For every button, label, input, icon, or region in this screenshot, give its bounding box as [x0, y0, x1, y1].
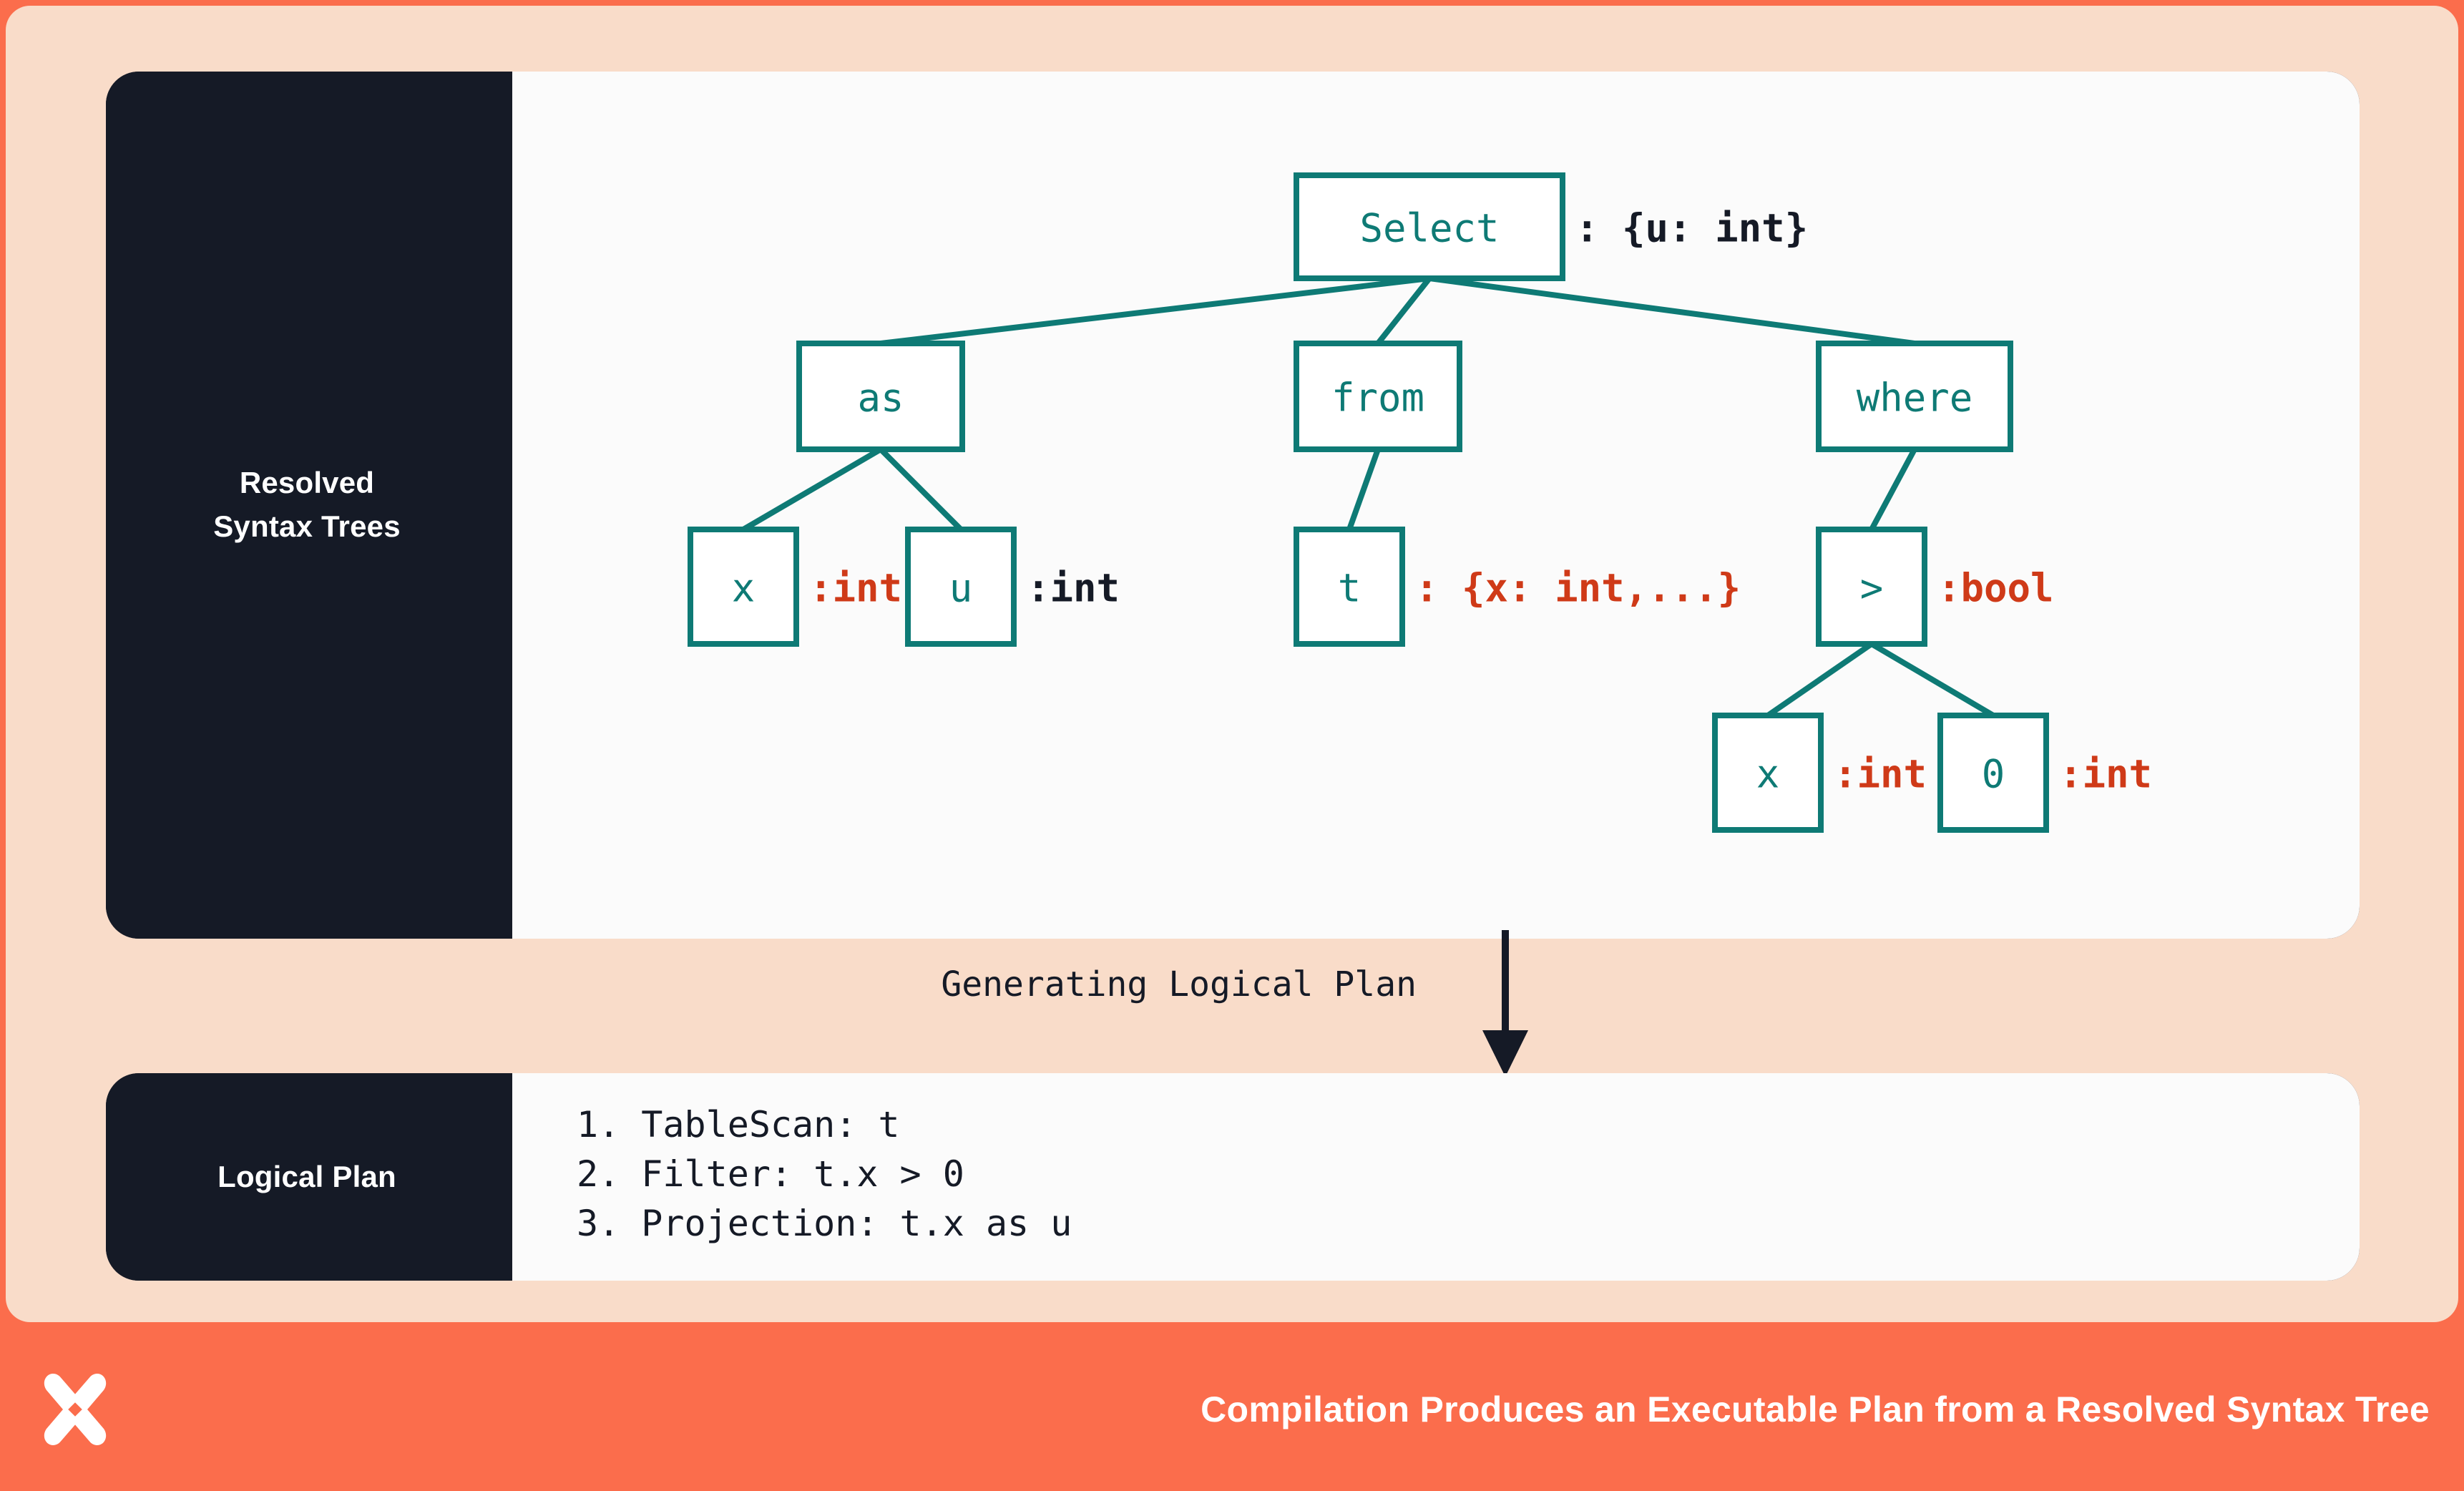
tree-nodes: Select : {u: int} as from where x :int u :int t : … — [688, 172, 2152, 833]
connector-caption: Generating Logical Plan — [941, 964, 1417, 1004]
x-mark-logo-icon — [30, 1364, 120, 1455]
tree-edge — [1869, 448, 1917, 531]
tree-node-label: x — [732, 566, 756, 611]
tree-node-type-annotation: : {u: int} — [1575, 206, 1808, 251]
tree-node-as[interactable]: as — [796, 341, 965, 452]
footer-title: Compilation Produces an Executable Plan … — [1201, 1389, 2430, 1429]
tree-node-label: x — [1756, 752, 1780, 797]
tree-node-label: 0 — [1982, 752, 2005, 797]
tree-node-gt_x[interactable]: x :int — [1712, 713, 1927, 833]
syntax-tree-graphic: Select : {u: int} as from where x :int u :int t : … — [688, 172, 2152, 833]
tree-node-gt_0[interactable]: 0 :int — [1937, 713, 2152, 833]
tree-node-box — [796, 341, 965, 452]
tree-node-select[interactable]: Select : {u: int} — [1294, 172, 1808, 281]
tree-node-type-annotation: :int — [1834, 752, 1927, 797]
resolved-syntax-trees-panel: Resolved Syntax Trees Select : {u: int} as… — [106, 72, 2360, 939]
tree-node-gt[interactable]: > :bool — [1816, 527, 2054, 647]
x-mark-logo-glyph — [44, 1374, 107, 1445]
logical-plan-steps: 1. TableScan: t 2. Filter: t.x > 0 3. Proj… — [577, 1100, 1072, 1248]
tree-node-box — [1816, 527, 1927, 647]
tree-panel-body: Select : {u: int} as from where x :int u :int t : … — [508, 72, 2360, 939]
tree-node-label: > — [1860, 566, 1884, 611]
tree-node-label: from — [1331, 376, 1424, 421]
tree-node-box — [1294, 527, 1405, 647]
tree-node-type-annotation: : {x: int,...} — [1415, 566, 1741, 611]
tree-edge — [1375, 276, 1432, 346]
tree-node-type-annotation: :int — [2059, 752, 2152, 797]
tree-node-box — [688, 527, 799, 647]
tree-node-box — [905, 527, 1017, 647]
logical-plan-panel: Logical Plan 1. TableScan: t 2. Filter: t… — [106, 1073, 2360, 1281]
tree-panel-sidebar: Resolved Syntax Trees — [106, 72, 508, 939]
tree-node-box — [1937, 713, 2049, 833]
tree-node-type-annotation: :bool — [1937, 566, 2054, 611]
tree-node-box — [1712, 713, 1824, 833]
tree-edge — [1346, 448, 1381, 531]
tree-node-from[interactable]: from — [1294, 341, 1462, 452]
tree-node-type-annotation: :int — [1027, 566, 1120, 611]
tree-node-from_t[interactable]: t : {x: int,...} — [1294, 527, 1741, 647]
tree-node-label: t — [1338, 566, 1361, 611]
footer-banner: Compilation Produces an Executable Plan … — [0, 1328, 2464, 1491]
connector-arrow-icon — [1482, 930, 1528, 1077]
tree-node-as_x[interactable]: x :int — [688, 527, 902, 647]
tree-node-where[interactable]: where — [1816, 341, 2013, 452]
tree-node-label: Select — [1359, 206, 1499, 251]
tree-node-box — [1816, 341, 2013, 452]
tree-edge — [880, 275, 1430, 346]
tree-node-as_u[interactable]: u :int — [905, 527, 1120, 647]
plan-panel-sidebar: Logical Plan — [106, 1073, 508, 1281]
plan-panel-body: 1. TableScan: t 2. Filter: t.x > 0 3. Proj… — [508, 1073, 2360, 1281]
plan-panel-sidebar-label: Logical Plan — [217, 1159, 396, 1193]
tree-edge — [879, 447, 963, 532]
logical-plan-step: 3. Projection: t.x as u — [577, 1203, 1072, 1244]
logical-plan-step: 2. Filter: t.x > 0 — [577, 1153, 964, 1195]
tree-edge — [1429, 275, 1915, 346]
tree-node-label: as — [857, 376, 904, 421]
logical-plan-step: 1. TableScan: t — [577, 1104, 900, 1145]
pipeline-connector: Generating Logical Plan — [941, 930, 1717, 1079]
tree-edge — [1766, 641, 1874, 718]
tree-panel-sidebar-label: Resolved Syntax Trees — [213, 466, 401, 543]
tree-edges — [741, 275, 1995, 718]
tree-node-label: u — [949, 566, 973, 611]
tree-edge — [1869, 641, 1995, 718]
tree-node-box — [1294, 341, 1462, 452]
tree-node-box — [1294, 172, 1565, 281]
tree-edge — [741, 446, 883, 532]
tree-node-type-annotation: :int — [809, 566, 902, 611]
tree-node-label: where — [1857, 376, 1973, 421]
